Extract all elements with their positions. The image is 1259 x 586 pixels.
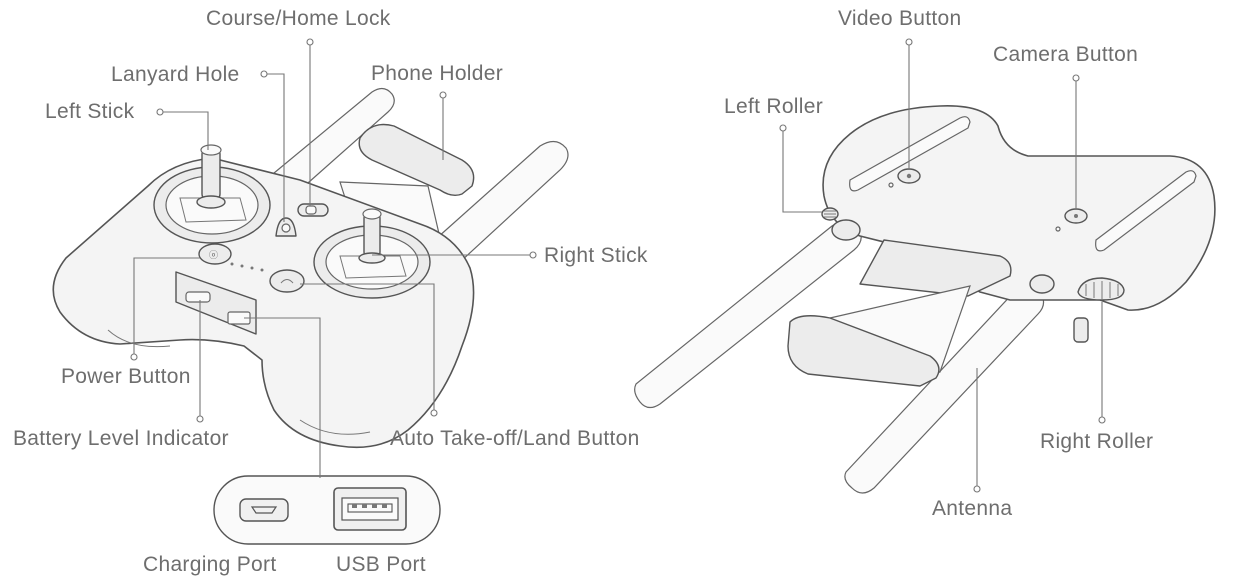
- charging-port-icon: [239, 498, 289, 522]
- back-leader-lines: [779, 38, 1106, 493]
- battery-level-indicator: [230, 262, 264, 272]
- front-antenna-left: [266, 87, 395, 191]
- power-button[interactable]: ⓞ: [198, 243, 232, 265]
- usb-port-icon: [333, 487, 407, 531]
- label-antenna: Antenna: [932, 497, 1012, 520]
- label-power-button: Power Button: [61, 365, 191, 388]
- front-antenna-right: [426, 140, 569, 263]
- phone-holder: [358, 123, 475, 197]
- svg-text:ⓞ: ⓞ: [209, 250, 218, 261]
- lanyard-hole: [275, 217, 297, 237]
- back-antenna-left: [634, 220, 862, 409]
- label-auto-takeoff-land-button: Auto Take-off/Land Button: [390, 427, 640, 450]
- back-stick-stub: [1073, 317, 1089, 343]
- label-right-roller: Right Roller: [1040, 430, 1153, 453]
- video-button[interactable]: [888, 168, 921, 188]
- label-left-roller: Left Roller: [724, 95, 823, 118]
- course-home-lock-switch[interactable]: [297, 203, 329, 217]
- label-video-button: Video Button: [838, 7, 961, 30]
- diagram-labels: Course/Home Lock Lanyard Hole Phone Hold…: [13, 7, 1153, 576]
- label-usb-port: USB Port: [336, 553, 426, 576]
- label-course-home-lock: Course/Home Lock: [206, 7, 391, 30]
- label-right-stick: Right Stick: [544, 244, 648, 267]
- auto-takeoff-land-button[interactable]: [269, 269, 305, 293]
- right-roller[interactable]: [1077, 277, 1125, 301]
- port-zoom-panel: [213, 475, 441, 545]
- label-left-stick: Left Stick: [45, 100, 135, 123]
- side-port-panel: [175, 271, 257, 335]
- controller-back-body: [822, 105, 1216, 311]
- left-roller[interactable]: [821, 207, 839, 221]
- label-lanyard-hole: Lanyard Hole: [111, 63, 240, 86]
- front-leader-lines: [130, 38, 537, 478]
- left-stick[interactable]: [196, 144, 226, 209]
- back-phone-holder-arm: [859, 239, 1012, 297]
- controller-back-view: [634, 105, 1216, 494]
- label-charging-port: Charging Port: [143, 553, 276, 576]
- controller-front-view: ⓞ: [52, 87, 569, 449]
- back-phone-holder-clamp: [787, 315, 940, 387]
- label-battery-level-indicator: Battery Level Indicator: [13, 427, 229, 450]
- label-phone-holder: Phone Holder: [371, 62, 503, 85]
- label-camera-button: Camera Button: [993, 43, 1138, 66]
